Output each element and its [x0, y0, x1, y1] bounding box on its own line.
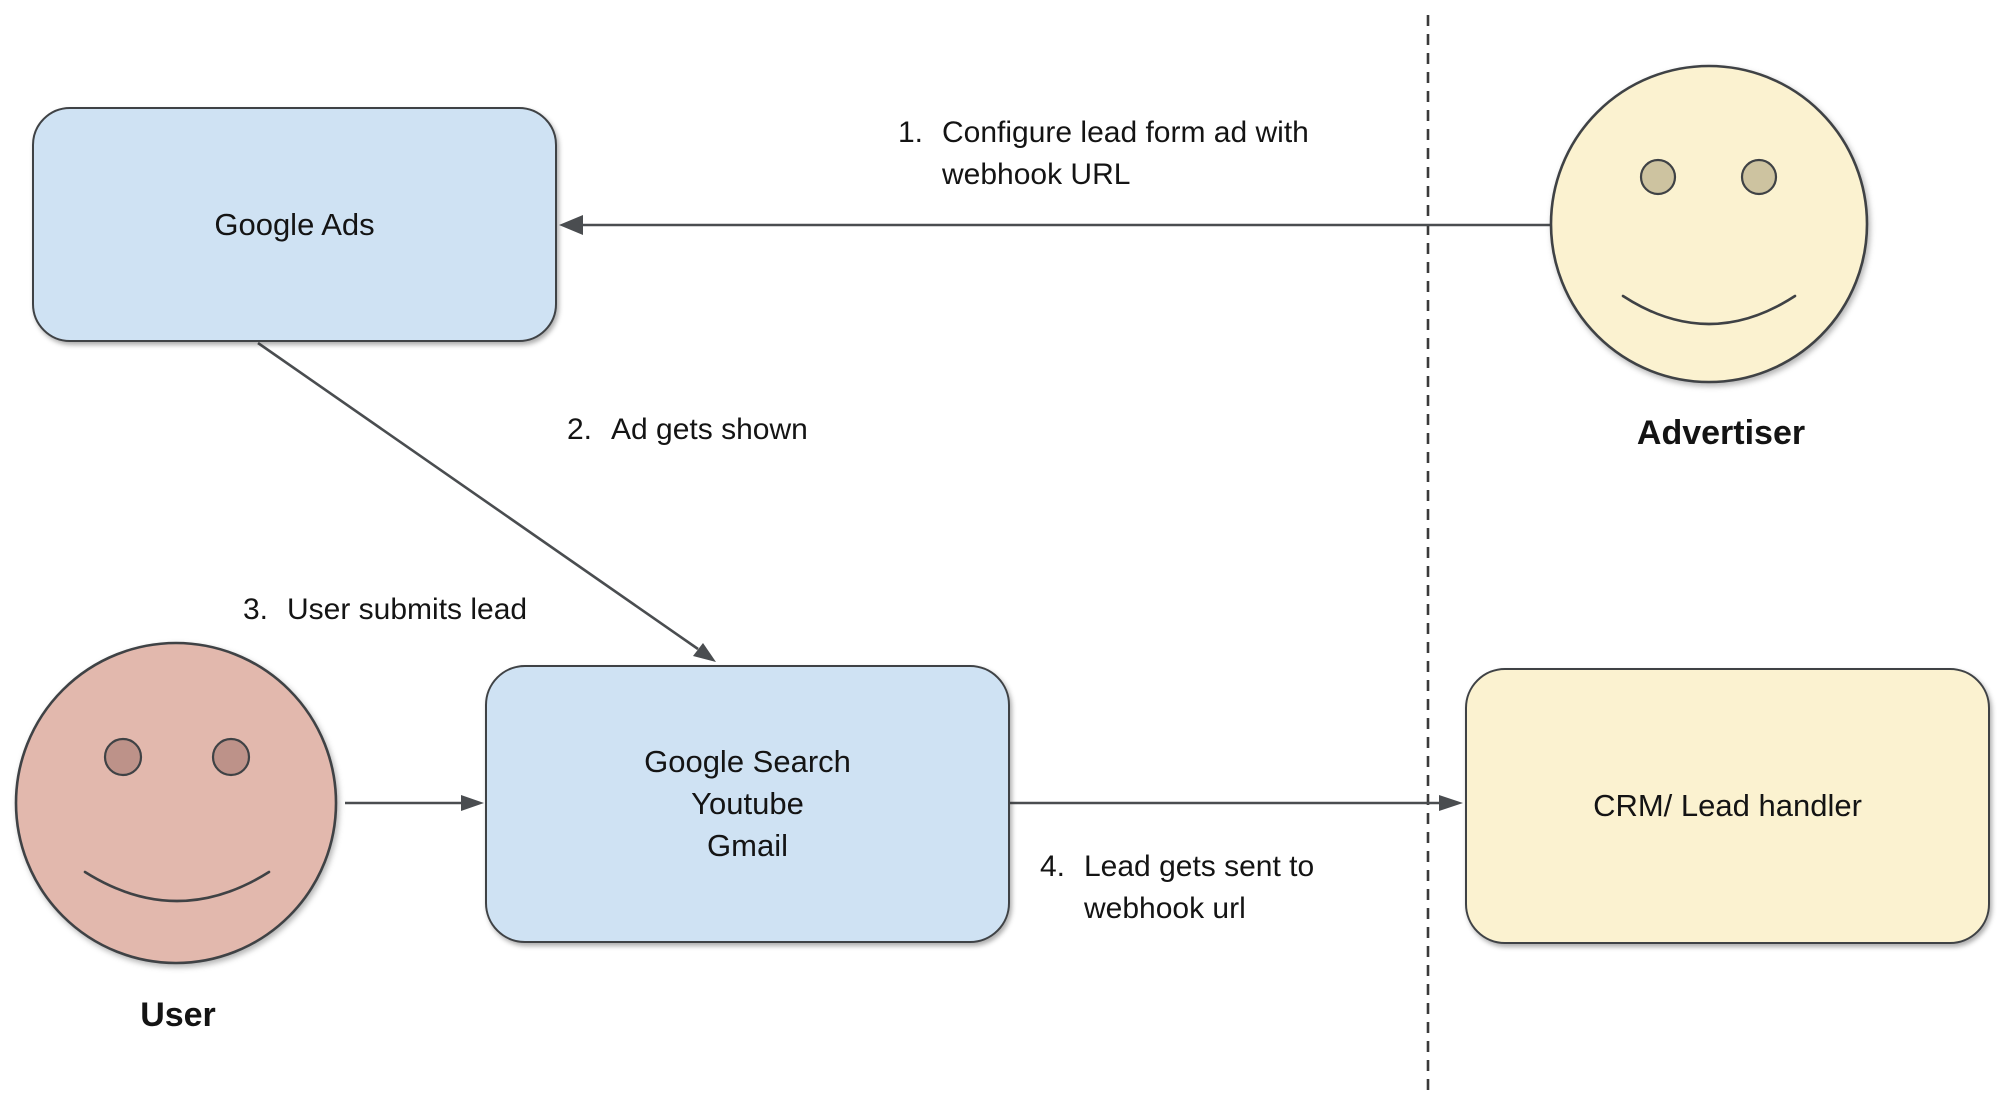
user-smile	[83, 870, 271, 903]
advertiser-eye-left	[1639, 158, 1677, 196]
advertiser-face	[1549, 64, 1869, 384]
step-3-text: User submits lead	[287, 593, 528, 626]
platforms-line-gmail: Gmail	[707, 828, 788, 863]
user-eye-left	[103, 737, 143, 777]
step-1-number: 1.	[898, 116, 924, 149]
advertiser-smile	[1621, 294, 1797, 326]
step-1-text-line1: Configure lead form ad with	[942, 116, 1309, 149]
arrow-configure-lead-form	[559, 215, 1551, 235]
step-2-label: 2. Ad gets shown	[567, 409, 808, 451]
google-ads-label: Google Ads	[214, 206, 375, 242]
arrow-lead-sent-to-webhook	[1010, 795, 1463, 811]
advertiser-avatar	[1549, 64, 1869, 384]
user-eye-right	[211, 737, 251, 777]
google-ads-node: Google Ads	[32, 107, 557, 342]
step-4-text-line2: webhook url	[1084, 892, 1246, 925]
arrow-ad-gets-shown	[257, 341, 716, 662]
google-platforms-node: Google Search Youtube Gmail	[485, 665, 1010, 943]
step-4-label: 4. Lead gets sent to webhook url	[1040, 846, 1314, 930]
crm-node: CRM/ Lead handler	[1465, 668, 1990, 944]
arrow-user-submits-lead	[345, 795, 484, 811]
step-1-text-line2: webhook URL	[942, 158, 1131, 191]
user-name-label: User	[140, 996, 216, 1034]
platforms-line-youtube: Youtube	[691, 786, 804, 821]
advertiser-eye-right	[1740, 158, 1778, 196]
user-avatar	[14, 641, 338, 965]
platforms-line-google-search: Google Search	[644, 744, 851, 779]
step-1-label: 1. Configure lead form ad with webhook U…	[898, 112, 1309, 196]
advertiser-name-label: Advertiser	[1636, 414, 1806, 452]
crm-label: CRM/ Lead handler	[1593, 788, 1862, 823]
step-2-text: Ad gets shown	[611, 413, 808, 446]
step-2-number: 2.	[567, 413, 593, 446]
step-4-text-line1: Lead gets sent to	[1084, 850, 1315, 883]
user-face	[14, 641, 338, 965]
step-3-label: 3. User submits lead	[243, 589, 527, 631]
step-4-number: 4.	[1040, 850, 1066, 883]
step-3-number: 3.	[243, 593, 269, 626]
